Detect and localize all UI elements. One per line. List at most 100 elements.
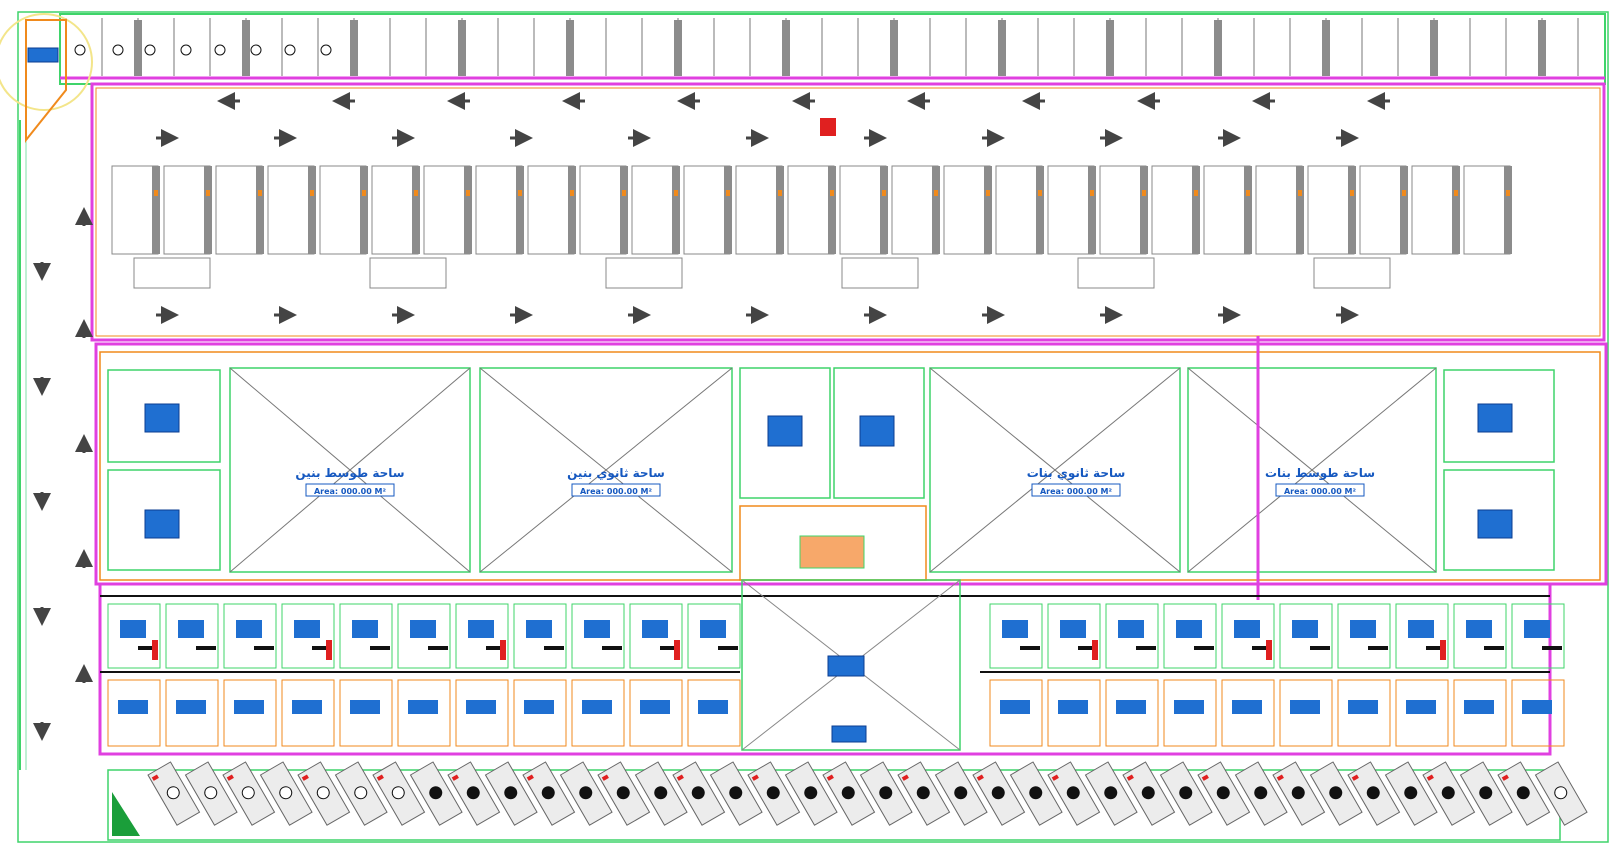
room-tag — [352, 620, 378, 638]
bay-column — [674, 20, 682, 76]
room-tag — [1002, 620, 1028, 638]
room-tag — [350, 700, 380, 714]
circle-icon — [214, 44, 226, 56]
parking-bay-lower — [841, 257, 919, 289]
circle-icon — [1404, 786, 1418, 800]
circle-icon — [166, 786, 180, 800]
room — [165, 679, 219, 747]
room-tag — [466, 700, 496, 714]
bay-column — [890, 20, 898, 76]
diagonal-parking-bay — [447, 761, 501, 826]
room-tag — [524, 700, 554, 714]
diagonal-parking-bay — [784, 761, 838, 826]
bay-column — [998, 20, 1006, 76]
diagonal-parking-bay — [1159, 761, 1213, 826]
circle-icon — [691, 786, 705, 800]
red-marker — [820, 118, 836, 136]
room — [1453, 603, 1507, 669]
circle-icon — [1441, 786, 1455, 800]
room — [989, 603, 1043, 669]
bay-column — [242, 20, 250, 76]
parking-bay — [1307, 165, 1355, 255]
courtyard — [229, 367, 471, 573]
building-strip — [98, 579, 1565, 756]
room-tag — [120, 620, 146, 638]
circle-icon — [766, 786, 780, 800]
room-tag — [582, 700, 612, 714]
circle-icon — [1104, 786, 1118, 800]
room — [1279, 679, 1333, 747]
diagonal-parking-bay — [1272, 761, 1326, 826]
space-area: Area: 000.00 M² — [1284, 487, 1357, 496]
entrance-tag — [27, 47, 59, 63]
room — [339, 603, 393, 669]
circle-icon — [320, 44, 332, 56]
room — [455, 603, 509, 669]
room — [165, 603, 219, 669]
space-area: Area: 000.00 M² — [580, 487, 653, 496]
bay-column — [1322, 20, 1330, 76]
diagonal-parking-bay — [559, 761, 613, 826]
space-area: Area: 000.00 M² — [1040, 487, 1113, 496]
room-tag — [1348, 700, 1378, 714]
parking-bay-lower — [605, 257, 683, 289]
parking-bay — [787, 165, 835, 255]
room — [1395, 603, 1449, 669]
site-boundary — [17, 11, 1609, 843]
room-tag — [294, 620, 320, 638]
room — [629, 679, 683, 747]
room — [1221, 679, 1275, 747]
parking-bay — [371, 165, 419, 255]
room-tag — [1464, 700, 1494, 714]
room-tag — [700, 620, 726, 638]
circle-icon — [316, 786, 330, 800]
bottom-parking — [107, 761, 1588, 841]
circle-icon — [284, 44, 296, 56]
room-tag — [1174, 700, 1204, 714]
room-tag — [1060, 620, 1086, 638]
parking-bay — [995, 165, 1043, 255]
room-tag — [292, 700, 322, 714]
parking-bay — [943, 165, 991, 255]
room — [1511, 679, 1565, 747]
circle-icon — [279, 786, 293, 800]
diagonal-parking-bay — [1047, 761, 1101, 826]
circle-icon — [1066, 786, 1080, 800]
diagonal-parking-bay — [1309, 761, 1363, 826]
circle-icon — [879, 786, 893, 800]
parking-bay — [579, 165, 627, 255]
diagonal-parking-bay — [147, 761, 201, 826]
bay-column — [1106, 20, 1114, 76]
diagonal-parking-bay — [634, 761, 688, 826]
room — [1337, 603, 1391, 669]
diagonal-parking-bay — [259, 761, 313, 826]
top-canopy-strip — [59, 13, 1606, 85]
diagonal-parking-bay — [184, 761, 238, 826]
room — [1105, 679, 1159, 747]
parking-bay — [735, 165, 783, 255]
diagonal-parking-bay — [297, 761, 351, 826]
room-tag — [526, 620, 552, 638]
room — [1105, 603, 1159, 669]
room-tag — [640, 700, 670, 714]
circle-icon — [180, 44, 192, 56]
room-tag — [1000, 700, 1030, 714]
diagonal-parking-bay — [897, 761, 951, 826]
diagonal-parking-bay — [1122, 761, 1176, 826]
diagonal-parking-bay — [859, 761, 913, 826]
room-tag — [1350, 620, 1376, 638]
diagonal-parking-bay — [672, 761, 726, 826]
room — [397, 679, 451, 747]
courtyard — [929, 367, 1181, 573]
circle-icon — [354, 786, 368, 800]
space-area: Area: 000.00 M² — [314, 487, 387, 496]
circle-icon — [954, 786, 968, 800]
circle-icon — [1216, 786, 1230, 800]
room — [223, 679, 277, 747]
parking-bay — [1411, 165, 1459, 255]
bay-column — [458, 20, 466, 76]
circle-icon — [729, 786, 743, 800]
circle-icon — [1554, 786, 1568, 800]
room-tag — [1406, 700, 1436, 714]
